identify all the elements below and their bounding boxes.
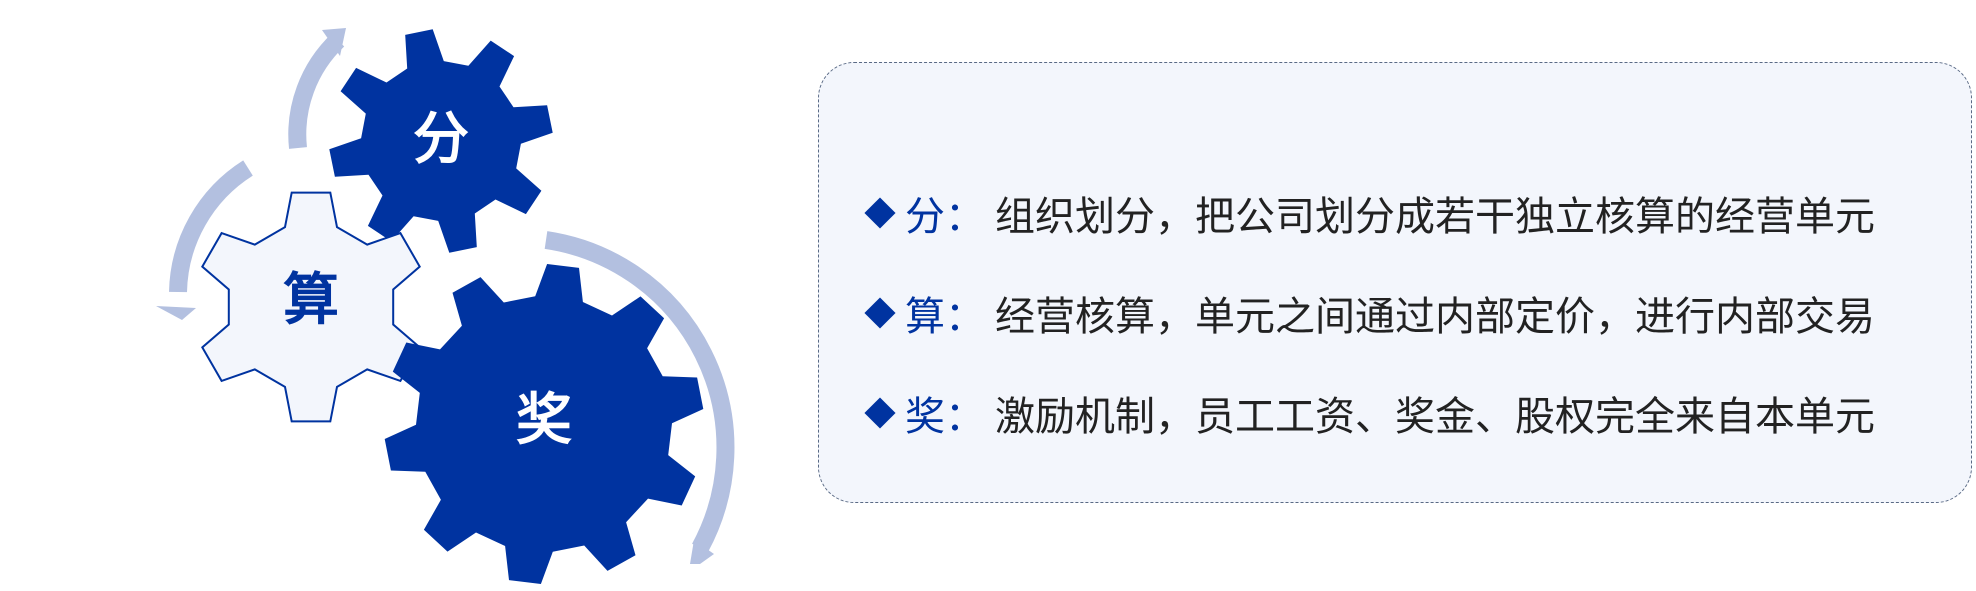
info-row-suan: 算 ： 经营核算，单元之间通过内部定价，进行内部交易 <box>859 283 1875 343</box>
row-key: 分 <box>905 194 945 240</box>
gear-shape <box>384 264 704 584</box>
row-separator: ： <box>945 394 985 440</box>
diamond-icon <box>864 397 896 429</box>
info-row-fen: 分 ： 组织划分，把公司划分成若干独立核算的经营单元 <box>859 183 1875 243</box>
info-panel: 分 ： 组织划分，把公司划分成若干独立核算的经营单元 算 ： 经营核算，单元之间… <box>818 62 1972 503</box>
row-text: 经营核算，单元之间通过内部定价，进行内部交易 <box>995 294 1875 340</box>
arrow-head-top <box>322 28 346 56</box>
row-separator: ： <box>945 294 985 340</box>
gear-shape <box>201 191 421 423</box>
row-separator: ： <box>945 194 985 240</box>
gear-label-jiang: 奖 <box>516 388 572 453</box>
row-key: 算 <box>905 294 945 340</box>
arrow-head-left <box>156 306 196 320</box>
cycle-arrow-top <box>288 33 345 149</box>
row-key: 奖 <box>905 394 945 440</box>
row-text: 组织划分，把公司划分成若干独立核算的经营单元 <box>995 194 1875 240</box>
gear-suan <box>201 191 421 423</box>
arrow-head-right <box>690 540 714 564</box>
diamond-icon <box>864 297 896 329</box>
diamond-icon <box>864 197 896 229</box>
row-text: 激励机制，员工工资、奖金、股权完全来自本单元 <box>995 394 1875 440</box>
gear-shape <box>329 29 553 253</box>
info-row-jiang: 奖 ： 激励机制，员工工资、奖金、股权完全来自本单元 <box>859 383 1875 443</box>
gear-fen <box>329 29 553 253</box>
gears-graphic: 分 算 奖 <box>156 28 735 584</box>
gear-label-fen: 分 <box>413 107 469 172</box>
cycle-arrow-right <box>544 231 735 553</box>
gear-jiang <box>384 264 704 584</box>
cycle-arrow-left <box>169 160 253 293</box>
gear-label-suan: 算 <box>283 268 339 333</box>
